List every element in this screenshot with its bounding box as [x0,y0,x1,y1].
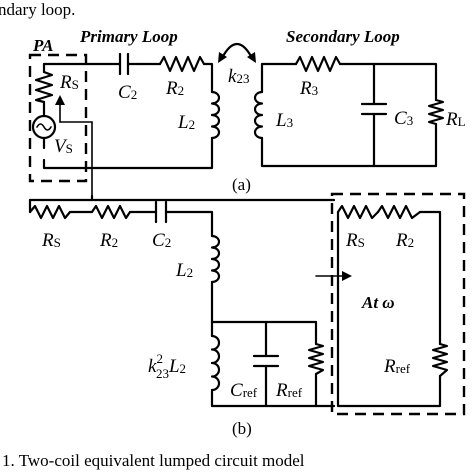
r3-label: R3 [299,78,318,99]
rl-resistor [427,98,445,126]
k23-label: k23 [228,66,249,87]
inset-rref-resistor [431,342,449,378]
sine-wave-icon [36,123,52,131]
primary-loop-label: Primary Loop [79,27,178,46]
circuit-b-wires [28,194,336,408]
c2-label-b: C2 [152,230,171,251]
inset-dashed-box [330,192,466,416]
bottom-caption: 1. Two-coil equivalent lumped circuit mo… [2,451,305,470]
l2-inductor-a [210,90,221,140]
rs-resistor-b [28,204,94,220]
inset-rs-resistor [336,204,380,220]
l2-inductor-b [210,234,221,284]
c3-capacitor [360,102,388,116]
rs-resistor-a [34,70,54,104]
cref-capacitor [252,354,280,368]
secondary-loop-wires [260,62,438,168]
secondary-loop-label: Secondary Loop [286,27,400,46]
inset-title: At ω [361,293,395,312]
tag-b: (b) [232,419,252,438]
rs-label-a: RS [59,72,79,93]
r2-resistor-a [158,55,206,73]
pa-dashed-box [28,53,88,183]
rs-label-b: RS [41,230,61,251]
top-caption-fragment: ndary loop. [0,0,75,19]
rref-label: Rref [275,380,303,401]
vs-source [31,114,57,140]
tag-a: (a) [232,175,251,194]
coupling-arrow-right [247,52,256,63]
inset-rs-label: RS [345,230,365,251]
c2-capacitor-b [154,200,168,224]
l3-inductor-a [253,90,264,140]
inset-rref-label: Rref [383,356,411,377]
inset-arrow-head [342,271,352,281]
rref-resistor [307,342,325,376]
cref-label: Cref [230,380,258,401]
l2-label-b: L2 [175,260,193,281]
r2-label-b: R2 [99,230,118,251]
c2-capacitor-a [118,52,144,76]
coupling-arc [220,42,254,60]
rl-label: RL [445,109,466,130]
rs-arrow-head [55,95,65,105]
vs-label: VS [54,136,73,157]
inset-r2-label: R2 [395,230,414,251]
l3-label-a: L3 [275,110,293,131]
r2-resistor-b [90,204,152,220]
inset-wires [336,210,442,408]
c2-label-a: C2 [118,82,137,103]
coupling-arrow-left [218,52,227,63]
r3-resistor [294,55,342,73]
pa-label: PA [32,36,53,55]
primary-loop-wires [42,62,214,170]
inset-r2-resistor [376,204,422,220]
r2-label-a: R2 [165,78,184,99]
k23sq-l2-inductor [210,334,221,392]
c3-label: C3 [394,108,413,129]
pa-output-wire [59,121,93,197]
l2-label-a: L2 [177,112,195,133]
